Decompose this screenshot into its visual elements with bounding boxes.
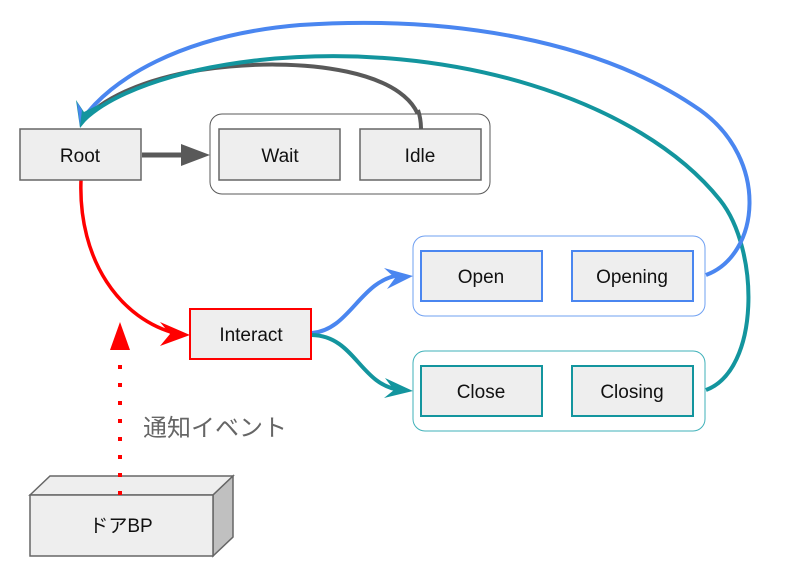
node-idle[interactable]: Idle bbox=[359, 128, 482, 181]
edge-root-to-interact bbox=[79, 179, 179, 336]
edge-opening-to-root bbox=[80, 20, 752, 277]
node-opening[interactable]: Opening bbox=[571, 250, 694, 302]
arrowhead-root-top-blue bbox=[77, 102, 82, 126]
door-bp-top-face bbox=[28, 475, 235, 496]
node-door-bp[interactable]: ドアBP bbox=[28, 474, 235, 558]
edge-closing-to-root bbox=[82, 54, 751, 392]
door-bp-front-face bbox=[29, 494, 214, 557]
node-close[interactable]: Close bbox=[420, 365, 543, 417]
node-wait-label: Wait bbox=[261, 146, 299, 167]
node-door-bp-label: ドアBP bbox=[89, 516, 152, 537]
arrowhead-notify bbox=[110, 322, 130, 350]
node-root-label: Root bbox=[60, 146, 101, 167]
notify-dot bbox=[118, 491, 122, 495]
arrowhead-open-group bbox=[384, 268, 413, 289]
node-root[interactable]: Root bbox=[19, 128, 142, 181]
node-close-label: Close bbox=[457, 382, 506, 403]
arrowhead-close-group bbox=[384, 378, 413, 398]
node-idle-label: Idle bbox=[405, 146, 436, 167]
node-closing[interactable]: Closing bbox=[571, 365, 694, 417]
edge-interact-to-close bbox=[311, 333, 401, 392]
node-opening-label: Opening bbox=[596, 267, 668, 288]
notify-event-label: 通知イベント bbox=[143, 414, 287, 442]
node-interact[interactable]: Interact bbox=[189, 308, 312, 360]
arrowhead-wait-group bbox=[181, 144, 210, 166]
arrowhead-interact bbox=[160, 322, 190, 346]
node-interact-label: Interact bbox=[219, 325, 283, 346]
node-open[interactable]: Open bbox=[420, 250, 543, 302]
node-closing-label: Closing bbox=[600, 382, 663, 403]
edge-idle-exit-stub bbox=[416, 109, 423, 130]
notify-dot bbox=[118, 473, 122, 477]
node-wait[interactable]: Wait bbox=[218, 128, 341, 181]
arrowhead-root-top bbox=[76, 100, 100, 128]
node-open-label: Open bbox=[458, 267, 504, 288]
edge-interact-to-open bbox=[311, 273, 401, 335]
